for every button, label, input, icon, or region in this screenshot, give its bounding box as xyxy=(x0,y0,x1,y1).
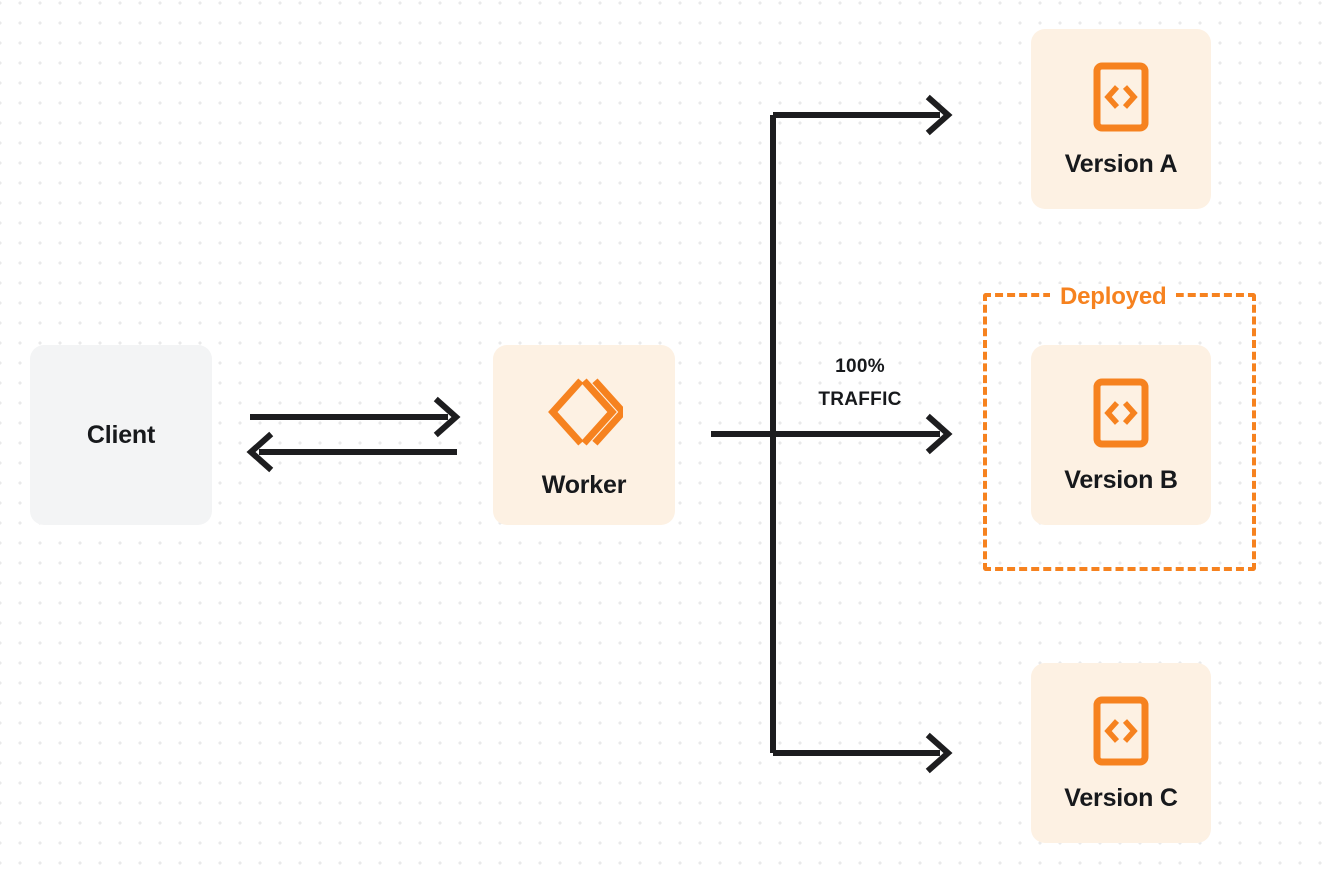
node-version-a[interactable]: Version A xyxy=(1031,29,1211,209)
deployed-badge: Deployed xyxy=(1050,284,1177,310)
edge-worker-trunk xyxy=(711,115,776,753)
node-version-c-label: Version C xyxy=(1064,783,1178,812)
traffic-word: TRAFFIC xyxy=(818,389,902,410)
cloudflare-workers-logo-icon xyxy=(545,373,623,451)
node-version-b-label: Version B xyxy=(1064,465,1178,494)
edge-worker-to-client xyxy=(246,431,457,473)
traffic-label: 100% TRAFFIC xyxy=(790,350,930,416)
traffic-percent: 100% xyxy=(835,356,885,377)
code-brackets-icon xyxy=(1093,378,1149,448)
node-version-b[interactable]: Version B xyxy=(1031,345,1211,525)
node-client-label: Client xyxy=(86,420,156,449)
node-worker-label: Worker xyxy=(541,470,627,499)
node-version-c[interactable]: Version C xyxy=(1031,663,1211,843)
node-version-a-label: Version A xyxy=(1064,149,1178,178)
edge-worker-to-version-a xyxy=(773,94,953,136)
edge-worker-to-version-c xyxy=(773,732,953,774)
code-brackets-icon xyxy=(1093,696,1149,766)
edge-worker-to-version-b xyxy=(773,413,953,455)
edge-client-to-worker xyxy=(250,396,461,438)
code-brackets-icon xyxy=(1093,62,1149,132)
node-worker[interactable]: Worker xyxy=(493,345,675,525)
node-client[interactable]: Client xyxy=(30,345,212,525)
